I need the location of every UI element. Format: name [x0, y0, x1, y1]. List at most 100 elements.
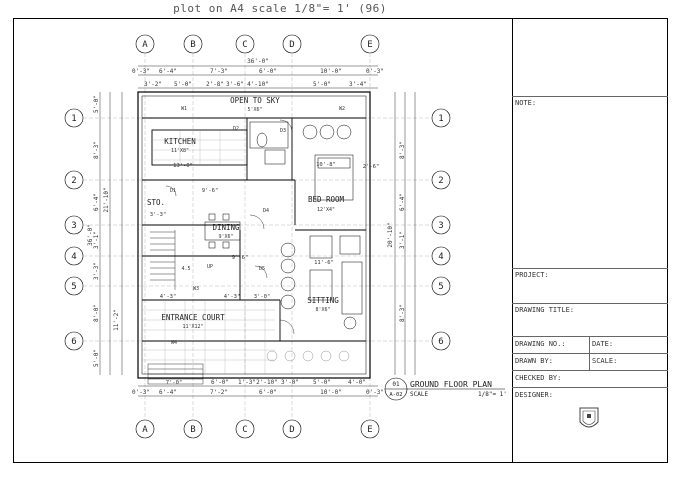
- grid-col-label-d-bottom: D: [289, 425, 294, 435]
- tb-note-label: NOTE:: [515, 99, 537, 107]
- tb-drawing-title-label: DRAWING TITLE:: [515, 306, 575, 314]
- grid-col-label-a-bottom: A: [142, 425, 148, 435]
- tb-project-label: PROJECT:: [515, 271, 549, 279]
- dim-int-2: 10'-8": [316, 162, 336, 168]
- caption-sheet: A-02: [389, 392, 402, 398]
- dim-top1-2: 7'-3": [210, 68, 228, 75]
- tb-designer-label: DESIGNER:: [515, 391, 553, 399]
- shield-logo-icon: [579, 407, 599, 428]
- window-tag-w3: W3: [193, 286, 199, 292]
- caption-number: 01: [392, 381, 400, 388]
- dim-bot2-1: 6'-4": [159, 389, 177, 396]
- tb-date-label: DATE:: [592, 340, 614, 348]
- room-label-open-to-sky: OPEN TO SKY: [230, 96, 280, 105]
- dim-left-inner-1: 11'-2": [113, 309, 120, 331]
- title-block-divider: [512, 303, 668, 304]
- room-size-tag-1: 5'X6": [247, 107, 262, 113]
- room-label-bed-room: BED ROOM: [308, 195, 345, 204]
- dim-left-2: 6'-4": [93, 193, 100, 211]
- dim-top2-6: 3'-4": [349, 81, 367, 88]
- grid-row-label-4: 4: [71, 252, 76, 262]
- dim-top2-0: 3'-2": [144, 81, 162, 88]
- grid-row-label-3-right: 3: [438, 221, 443, 231]
- grid-col-label-c: C: [242, 40, 247, 50]
- dim-int-0: 13'-0": [173, 163, 193, 169]
- dim-top1-3: 6'-0": [259, 68, 277, 75]
- grid-row-label-3: 3: [71, 221, 76, 231]
- window-tag-w2: W2: [339, 106, 345, 112]
- grid-row-label-1: 1: [71, 114, 76, 124]
- caption-title: GROUND FLOOR PLAN: [410, 380, 492, 389]
- grid-col-label-d: D: [289, 40, 294, 50]
- stair-up-label: UP: [207, 264, 213, 270]
- room-label-entrance-court: ENTRANCE COURT: [161, 313, 225, 322]
- grid-col-label-a: A: [142, 40, 148, 50]
- grid-row-label-2: 2: [71, 176, 76, 186]
- dim-top2-5: 5'-0": [313, 81, 331, 88]
- plot-scale-header: plot on A4 scale 1/8"= 1' (96): [173, 2, 387, 15]
- dim-int-8: 7'-0": [166, 380, 183, 386]
- tb-drawn-by-label: DRAWN BY:: [515, 357, 553, 365]
- room-size-tag-5: 8'X6": [315, 307, 330, 313]
- dim-int-5: 3'-3": [150, 212, 167, 218]
- dim-bot1-5: 4'-0": [348, 379, 366, 386]
- grid-col-label-b: B: [190, 40, 195, 50]
- dim-top2-1: 5'-0": [174, 81, 192, 88]
- dim-top2-4: 4'-10": [247, 81, 269, 88]
- dim-bot2-0: 0'-3": [132, 389, 150, 396]
- dim-bot1-2: 2'-10": [256, 379, 278, 386]
- caption-scale-label: SCALE: [410, 391, 428, 398]
- tb-scale-label: SCALE:: [592, 357, 618, 365]
- dim-overall-width: 36'-0": [247, 58, 269, 65]
- grid-row-label-6-right: 6: [438, 337, 443, 347]
- dim-int-6: 4'-3": [160, 294, 177, 300]
- grid-col-label-e-bottom: E: [367, 425, 372, 435]
- dim-left-4: 3'-3": [93, 262, 100, 280]
- grid-row-label-5-right: 5: [438, 282, 443, 292]
- grid-row-label-4-right: 4: [438, 252, 443, 262]
- room-size-tag-4: 9'X6": [218, 234, 233, 240]
- grid-row-label-6: 6: [71, 337, 76, 347]
- dim-top2-3: 3'-6": [226, 81, 244, 88]
- title-block-divider: [512, 353, 668, 354]
- grid-col-label-b-bottom: B: [190, 425, 195, 435]
- room-label-dining: DINING: [212, 223, 240, 232]
- door-tag-d4: D4: [263, 208, 269, 214]
- grid-col-label-c-bottom: C: [242, 425, 247, 435]
- dim-left-0: 5'-0": [93, 95, 100, 113]
- tb-checked-by-label: CHECKED BY:: [515, 374, 562, 382]
- dim-top1-5: 0'-3": [366, 68, 384, 75]
- door-tag-d3: D3: [280, 128, 286, 134]
- dim-int-3: 9'-6": [232, 255, 249, 261]
- dim-top1-0: 0'-3": [132, 68, 150, 75]
- grid-bubbles-bottom: [135, 419, 380, 439]
- title-block-divider: [512, 387, 668, 388]
- door-tag-d2: D2: [233, 126, 239, 132]
- dim-int-1: 9'-6": [202, 188, 219, 194]
- dim-bot2-2: 7'-2": [210, 389, 228, 396]
- grid-row-label-1-right: 1: [438, 114, 443, 124]
- dim-bot1-0: 6'-0": [211, 379, 229, 386]
- dim-top1-4: 10'-0": [320, 68, 342, 75]
- window-tag-w4: W4: [171, 340, 177, 346]
- door-tag-d5: D5: [259, 266, 265, 272]
- dim-bot2-5: 0'-3": [366, 389, 384, 396]
- grid-row-label-2-right: 2: [438, 176, 443, 186]
- dim-top2-2: 2'-8": [206, 81, 224, 88]
- title-block-divider: [512, 336, 668, 337]
- title-block-splitter: [589, 336, 590, 370]
- dim-left-3: 3'-1": [93, 231, 100, 249]
- caption-scale-value: 1/8"= 1': [478, 391, 507, 398]
- dim-int-4: 11'-6": [314, 260, 334, 266]
- dim-top1-1: 6'-4": [159, 68, 177, 75]
- dim-left-inner-0: 21'-10": [103, 187, 110, 212]
- drawing-sheet-border: [13, 18, 668, 463]
- title-block: [512, 18, 668, 463]
- dim-overall-depth: 36'-0": [87, 224, 94, 246]
- room-size-tag-6: 11'X12": [182, 324, 203, 330]
- grid-row-label-5: 5: [71, 282, 76, 292]
- dim-right-1: 6'-4": [399, 193, 406, 211]
- tb-drawing-no-label: DRAWING NO.:: [515, 340, 566, 348]
- room-label-kitchen: KITCHEN: [164, 137, 196, 146]
- dim-bot1-1: 1'-3": [238, 379, 256, 386]
